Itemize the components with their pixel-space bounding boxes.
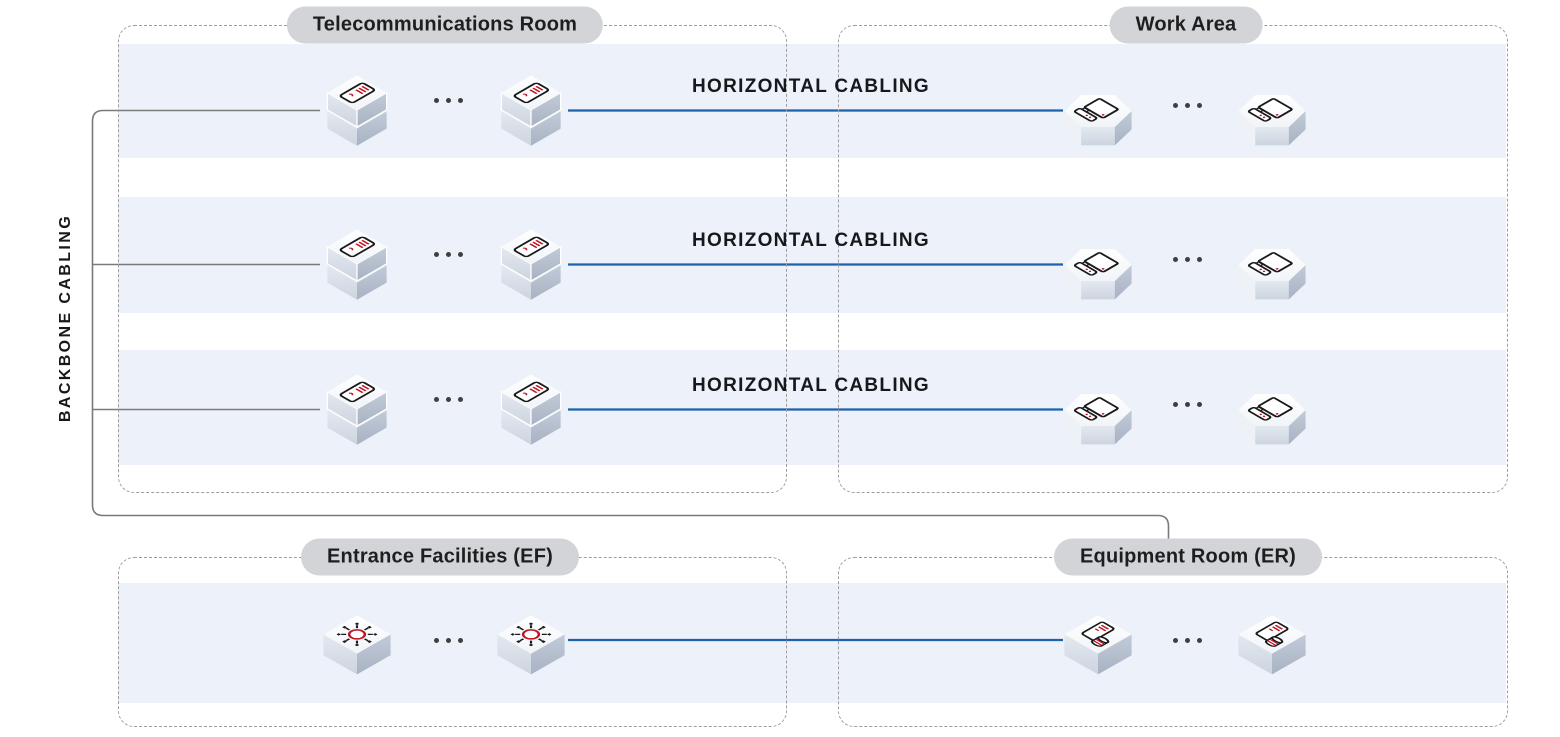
- patch-panel-stack-icon: [318, 228, 396, 301]
- horizontal-cabling-caption-1: HORIZONTAL CABLING: [691, 76, 931, 97]
- patch-panel-stack-icon: [318, 373, 396, 446]
- backbone-cabling-caption: BACKBONE CABLING: [57, 213, 74, 423]
- workstation-icon: [1056, 384, 1140, 456]
- telecom-room-label: Telecommunications Room: [286, 6, 604, 44]
- ellipsis-icon: [1173, 638, 1202, 643]
- patch-panel-stack-icon: [492, 228, 570, 301]
- patch-panel-stack-icon: [492, 373, 570, 446]
- telecom-room-box: [118, 25, 787, 493]
- entrance-facilities-label: Entrance Facilities (EF): [301, 538, 579, 576]
- server-icon: [1058, 612, 1138, 679]
- workstation-icon: [1056, 85, 1140, 157]
- workstation-icon: [1230, 85, 1314, 157]
- workstation-icon: [1230, 239, 1314, 311]
- ellipsis-icon: [1173, 257, 1202, 262]
- ellipsis-icon: [434, 638, 463, 643]
- workstation-icon: [1056, 239, 1140, 311]
- equipment-room-label: Equipment Room (ER): [1053, 538, 1323, 576]
- ellipsis-icon: [1173, 402, 1202, 407]
- patch-panel-stack-icon: [492, 74, 570, 147]
- server-icon: [1232, 612, 1312, 679]
- ellipsis-icon: [1173, 103, 1202, 108]
- network-entry-hub-icon: [491, 612, 571, 679]
- ellipsis-icon: [434, 252, 463, 257]
- ellipsis-icon: [434, 397, 463, 402]
- workstation-icon: [1230, 384, 1314, 456]
- patch-panel-stack-icon: [318, 74, 396, 147]
- work-area-label: Work Area: [1109, 6, 1263, 44]
- network-entry-hub-icon: [317, 612, 397, 679]
- ellipsis-icon: [434, 98, 463, 103]
- horizontal-cabling-caption-3: HORIZONTAL CABLING: [691, 375, 931, 396]
- horizontal-cabling-caption-2: HORIZONTAL CABLING: [691, 230, 931, 251]
